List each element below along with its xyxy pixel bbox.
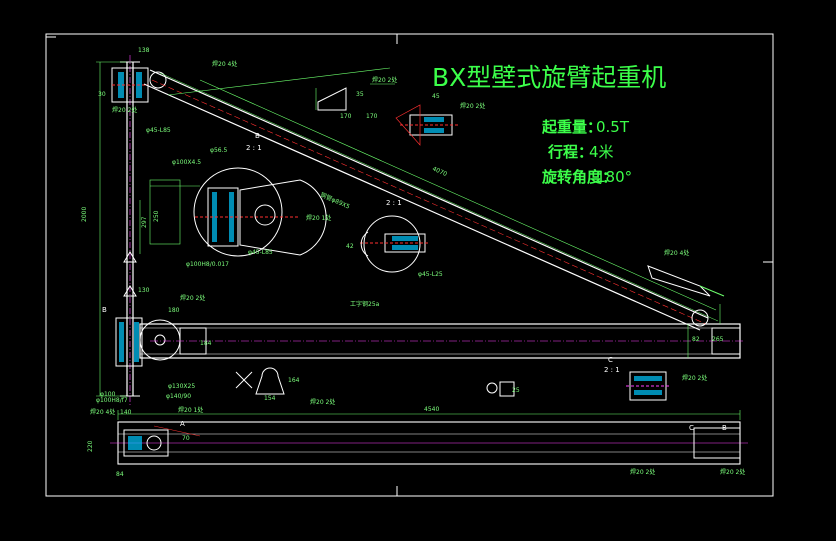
- spec-value-capacity: 0.5T: [596, 118, 630, 136]
- spec-value-travel: 4米: [589, 143, 614, 161]
- annot-fit1: φ100H8/f7: [96, 397, 128, 404]
- annot-fit4: φ100H8/0.017: [186, 261, 229, 268]
- detail-c-scale: 2 : 1: [604, 366, 620, 374]
- annot-weld7: 焊20 2处: [682, 374, 707, 382]
- plan-view-beam: A C B: [110, 420, 748, 465]
- annot-tube4: φ45-L85: [248, 249, 273, 256]
- dim-180: 180: [168, 307, 180, 314]
- spec-label-capacity: 起重量：: [541, 118, 602, 136]
- detail-b-scale: 2 : 1: [246, 144, 262, 152]
- annot-weld3: 焊20 2处: [112, 106, 137, 114]
- plan-mark-b: B: [722, 424, 727, 432]
- detail-b-mark: B: [255, 132, 260, 140]
- spec-value-rotation: 180°: [596, 168, 632, 186]
- spec-label-rotation: 旋转角度：: [541, 168, 617, 186]
- dim-140: 140: [120, 409, 132, 416]
- plan-mark-a: A: [180, 420, 185, 428]
- dim-diagonal: 4070: [431, 165, 448, 178]
- dim-top2: 170: [340, 113, 352, 120]
- annot-weld9: 焊20 1处: [178, 406, 203, 414]
- annot-tube5: φ45-L25: [418, 271, 443, 278]
- detail-pin-top: [395, 104, 460, 146]
- dim-beam-length: 4540: [424, 406, 439, 413]
- annot-tube3: φ45-L85: [146, 127, 171, 134]
- annot-weld8: 焊20 4处: [90, 408, 115, 416]
- dim-42: 42: [346, 243, 354, 250]
- dim-100-1: φ100: [100, 391, 116, 398]
- detail-small-view: 2 : 1: [360, 199, 430, 273]
- dimension-labels: 2000 4540 4070 138 170 170 φ56.5 180 250…: [81, 47, 724, 478]
- dim-plate: φ56.5: [210, 147, 228, 154]
- dim-45: 45: [432, 93, 440, 100]
- small-parts: [235, 367, 515, 397]
- detail-small-scale: 2 : 1: [386, 199, 402, 207]
- dim-30: 30: [98, 91, 106, 98]
- detail-c-view: C 2 : 1: [604, 356, 670, 401]
- dim-250: 250: [153, 210, 160, 222]
- plan-mark-c: C: [689, 424, 694, 432]
- dim-bolt: 170: [366, 113, 378, 120]
- detail-b-view: B 2 : 1: [149, 132, 327, 257]
- annot-tube1: 钢管φ89X5: [319, 191, 351, 211]
- dimension-lines: [96, 61, 741, 420]
- tie-leader: [167, 67, 391, 96]
- dim-top: 138: [138, 47, 150, 54]
- dim-164: 164: [288, 377, 300, 384]
- dim-84: 84: [116, 471, 124, 478]
- diagonal-brace: [143, 69, 725, 331]
- dim-130: 130: [138, 287, 150, 294]
- spec-block: 起重量： 0.5T 行程： 4米 旋转角度： 180°: [541, 118, 632, 186]
- annot-beam-note: 工字钢25a: [350, 300, 380, 308]
- detail-c-mark: C: [608, 356, 613, 364]
- annot-weld4: 焊20 2处: [460, 102, 485, 110]
- annot-weld12: 焊20 2处: [630, 468, 655, 476]
- annot-fit2: φ130X25: [168, 383, 195, 390]
- annot-weld13: 焊20 2处: [720, 468, 745, 476]
- view-mark-b: B: [102, 306, 107, 314]
- bracket-plate: [317, 87, 347, 111]
- annot-weld2: 焊20 4处: [212, 60, 237, 68]
- dim-height: 2000: [81, 207, 88, 222]
- drawing-frame: [45, 33, 774, 497]
- dim-297: 297: [141, 216, 148, 228]
- dim-265: 265: [712, 336, 724, 343]
- spec-label-travel: 行程：: [547, 143, 593, 161]
- drawing-title: BX型壁式旋臂起重机: [432, 63, 666, 92]
- top-hinge: [111, 67, 167, 103]
- dim-70: 70: [182, 435, 190, 442]
- dim-25: 25: [512, 387, 520, 394]
- annot-fit3: φ140/90: [166, 393, 191, 400]
- annotations: 焊20 2处 焊20 4处 焊20 2处 焊20 2处 焊20 1处 焊20 2…: [90, 60, 745, 476]
- dim-35: 35: [356, 91, 364, 98]
- annot-weld5: 焊20 1处: [306, 214, 331, 222]
- annot-weld1: 焊20 2处: [372, 76, 397, 84]
- horizontal-beam: [139, 323, 745, 359]
- wall-column: [120, 55, 140, 405]
- dim-82: 82: [692, 336, 700, 343]
- dim-220: 220: [87, 440, 94, 452]
- annot-weld11: 焊20 4处: [664, 249, 689, 257]
- annot-weld10: 焊20 2处: [310, 398, 335, 406]
- dim-184: 184: [200, 340, 212, 347]
- annot-tube2: φ100X4.5: [172, 159, 201, 166]
- dim-154: 154: [264, 395, 276, 402]
- annot-weld6: 焊20 2处: [180, 294, 205, 302]
